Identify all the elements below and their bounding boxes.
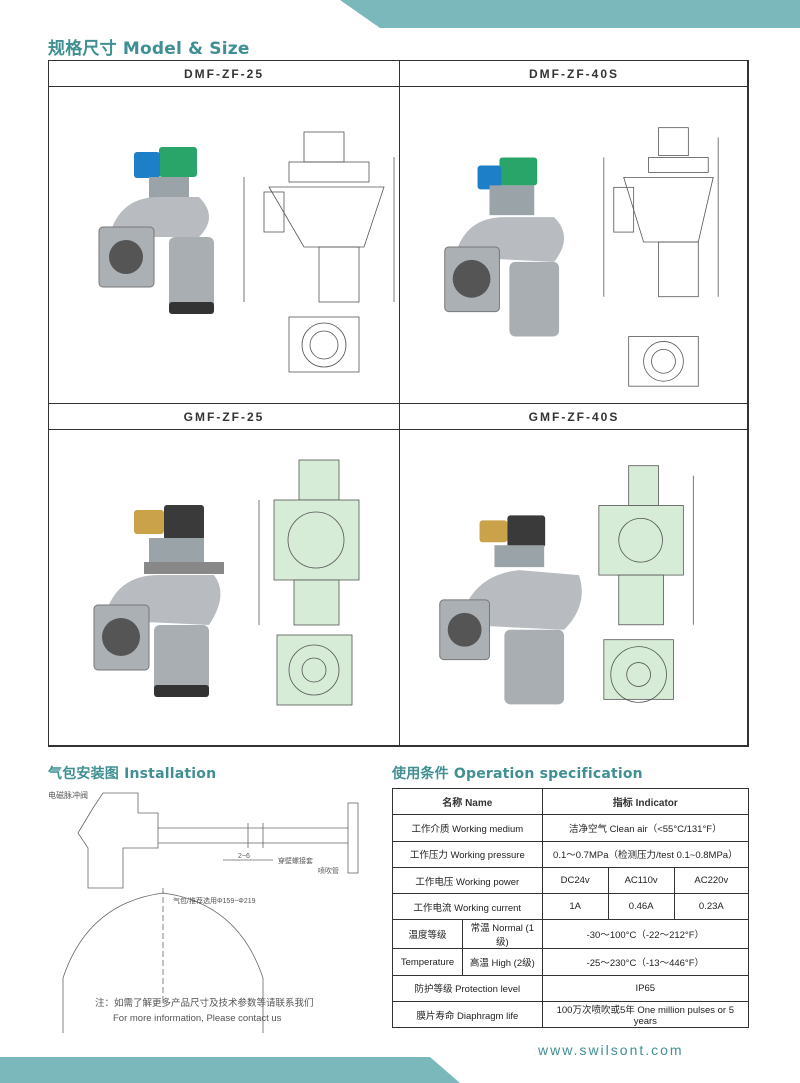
- model-cell-gmf-25: GMF-ZF-25: [48, 403, 400, 747]
- row-value: 0.1～0.7MPa（检测压力/test 0.1~0.8MPa）: [541, 840, 750, 868]
- drawing-bottom: [628, 336, 699, 387]
- drawing-bottom: [603, 639, 674, 703]
- model-name: GMF-ZF-25: [49, 404, 399, 430]
- top-decor-band: [340, 0, 800, 28]
- drawing-bottom: [288, 316, 360, 373]
- contact-note: 注：如需了解更多产品尺寸及技术参数等请联系我们 For more informa…: [95, 996, 314, 1026]
- model-name: GMF-ZF-40S: [400, 404, 748, 430]
- note-en: For more information, Please contact us: [113, 1013, 282, 1024]
- row-label: 工作压力 Working pressure: [392, 840, 543, 868]
- drawing-bottom: [276, 634, 353, 706]
- table-row: 温度等级 常温 Normal (1级) -30～100°C（-22～212°F）: [392, 919, 750, 950]
- table-row: Temperature 高温 High (2级) -25～230°C（-13～4…: [392, 948, 750, 976]
- installation-title: 气包安装图 Installation: [48, 766, 217, 782]
- valve-photo: [98, 147, 214, 314]
- label-blowpipe: 喷吹管: [318, 866, 339, 875]
- drawing-side: [243, 131, 395, 303]
- row-value: -25～230°C（-13～446°F）: [541, 948, 750, 976]
- table-row: 工作介质 Working medium 洁净空气 Clean air（<55°C…: [392, 814, 750, 842]
- row-label: 工作电压 Working power: [392, 866, 543, 895]
- model-image-gmf-40s: [400, 430, 748, 746]
- spec-table: 名称 Name 指标 Indicator 工作介质 Working medium…: [392, 787, 750, 1029]
- valve-photo: [444, 157, 565, 337]
- row-value: 0.46A: [607, 893, 675, 921]
- table-row: 工作电流 Working current 1A 0.46A 0.23A: [392, 893, 750, 921]
- page-title: 规格尺寸 Model & Size: [48, 39, 250, 59]
- table-row: 工作压力 Working pressure 0.1～0.7MPa（检测压力/te…: [392, 840, 750, 868]
- row-value: 0.23A: [673, 893, 750, 921]
- label-wall: 穿壁螺接套: [278, 856, 313, 865]
- row-label: 温度等级: [392, 919, 463, 950]
- row-value: IP65: [541, 974, 750, 1003]
- model-image-gmf-25: [49, 430, 399, 746]
- label-valve: 电磁脉冲阀: [48, 790, 88, 800]
- row-sublabel: 常温 Normal (1级): [462, 919, 543, 950]
- model-image-dmf-40s: [400, 87, 748, 403]
- row-sublabel: 高温 High (2级): [462, 948, 543, 976]
- drawing-side: [598, 465, 694, 626]
- row-label: 工作介质 Working medium: [392, 814, 543, 842]
- installation-diagram: 电磁脉冲阀 2~6 穿壁螺接套 喷吹管 气包/推荐选用Φ159~Φ219: [48, 788, 378, 1033]
- row-value: AC110v: [607, 866, 675, 895]
- model-cell-gmf-40s: GMF-ZF-40S: [399, 403, 749, 747]
- row-value: 100万次喷吹或5年 One million pulses or 5 years: [541, 1001, 750, 1029]
- label-gap: 2~6: [238, 853, 250, 860]
- model-name: DMF-ZF-40S: [400, 61, 748, 87]
- valve-photo: [439, 515, 582, 705]
- model-grid: DMF-ZF-25: [48, 60, 749, 747]
- model-cell-dmf-40s: DMF-ZF-40S: [399, 60, 749, 404]
- model-name: DMF-ZF-25: [49, 61, 399, 87]
- spec-title: 使用条件 Operation specification: [392, 766, 643, 782]
- table-row: 防护等级 Protection level IP65: [392, 974, 750, 1003]
- drawing-side: [603, 127, 719, 298]
- valve-photo: [93, 505, 224, 697]
- row-value: 洁净空气 Clean air（<55°C/131°F）: [541, 814, 750, 842]
- label-tank: 气包/推荐选用Φ159~Φ219: [173, 896, 256, 905]
- model-cell-dmf-25: DMF-ZF-25: [48, 60, 400, 404]
- model-image-dmf-25: [49, 87, 399, 403]
- table-row: 膜片寿命 Diaphragm life 100万次喷吹或5年 One milli…: [392, 1001, 750, 1029]
- table-row: 工作电压 Working power DC24v AC110v AC220v: [392, 866, 750, 895]
- row-value: -30～100°C（-22～212°F）: [541, 919, 750, 950]
- header-indicator: 指标 Indicator: [541, 787, 750, 816]
- note-cn: 注：如需了解更多产品尺寸及技术参数等请联系我们: [95, 998, 314, 1009]
- website-link[interactable]: www.swilsont.com: [538, 1042, 684, 1058]
- row-label: Temperature: [392, 948, 463, 976]
- row-value: DC24v: [541, 866, 609, 895]
- drawing-side: [258, 459, 360, 626]
- table-row: 名称 Name 指标 Indicator: [392, 787, 750, 816]
- row-value: AC220v: [673, 866, 750, 895]
- row-label: 防护等级 Protection level: [392, 974, 543, 1003]
- row-value: 1A: [541, 893, 609, 921]
- row-label: 膜片寿命 Diaphragm life: [392, 1001, 543, 1029]
- header-name: 名称 Name: [392, 787, 543, 816]
- bottom-decor-band: [0, 1057, 460, 1083]
- row-label: 工作电流 Working current: [392, 893, 543, 921]
